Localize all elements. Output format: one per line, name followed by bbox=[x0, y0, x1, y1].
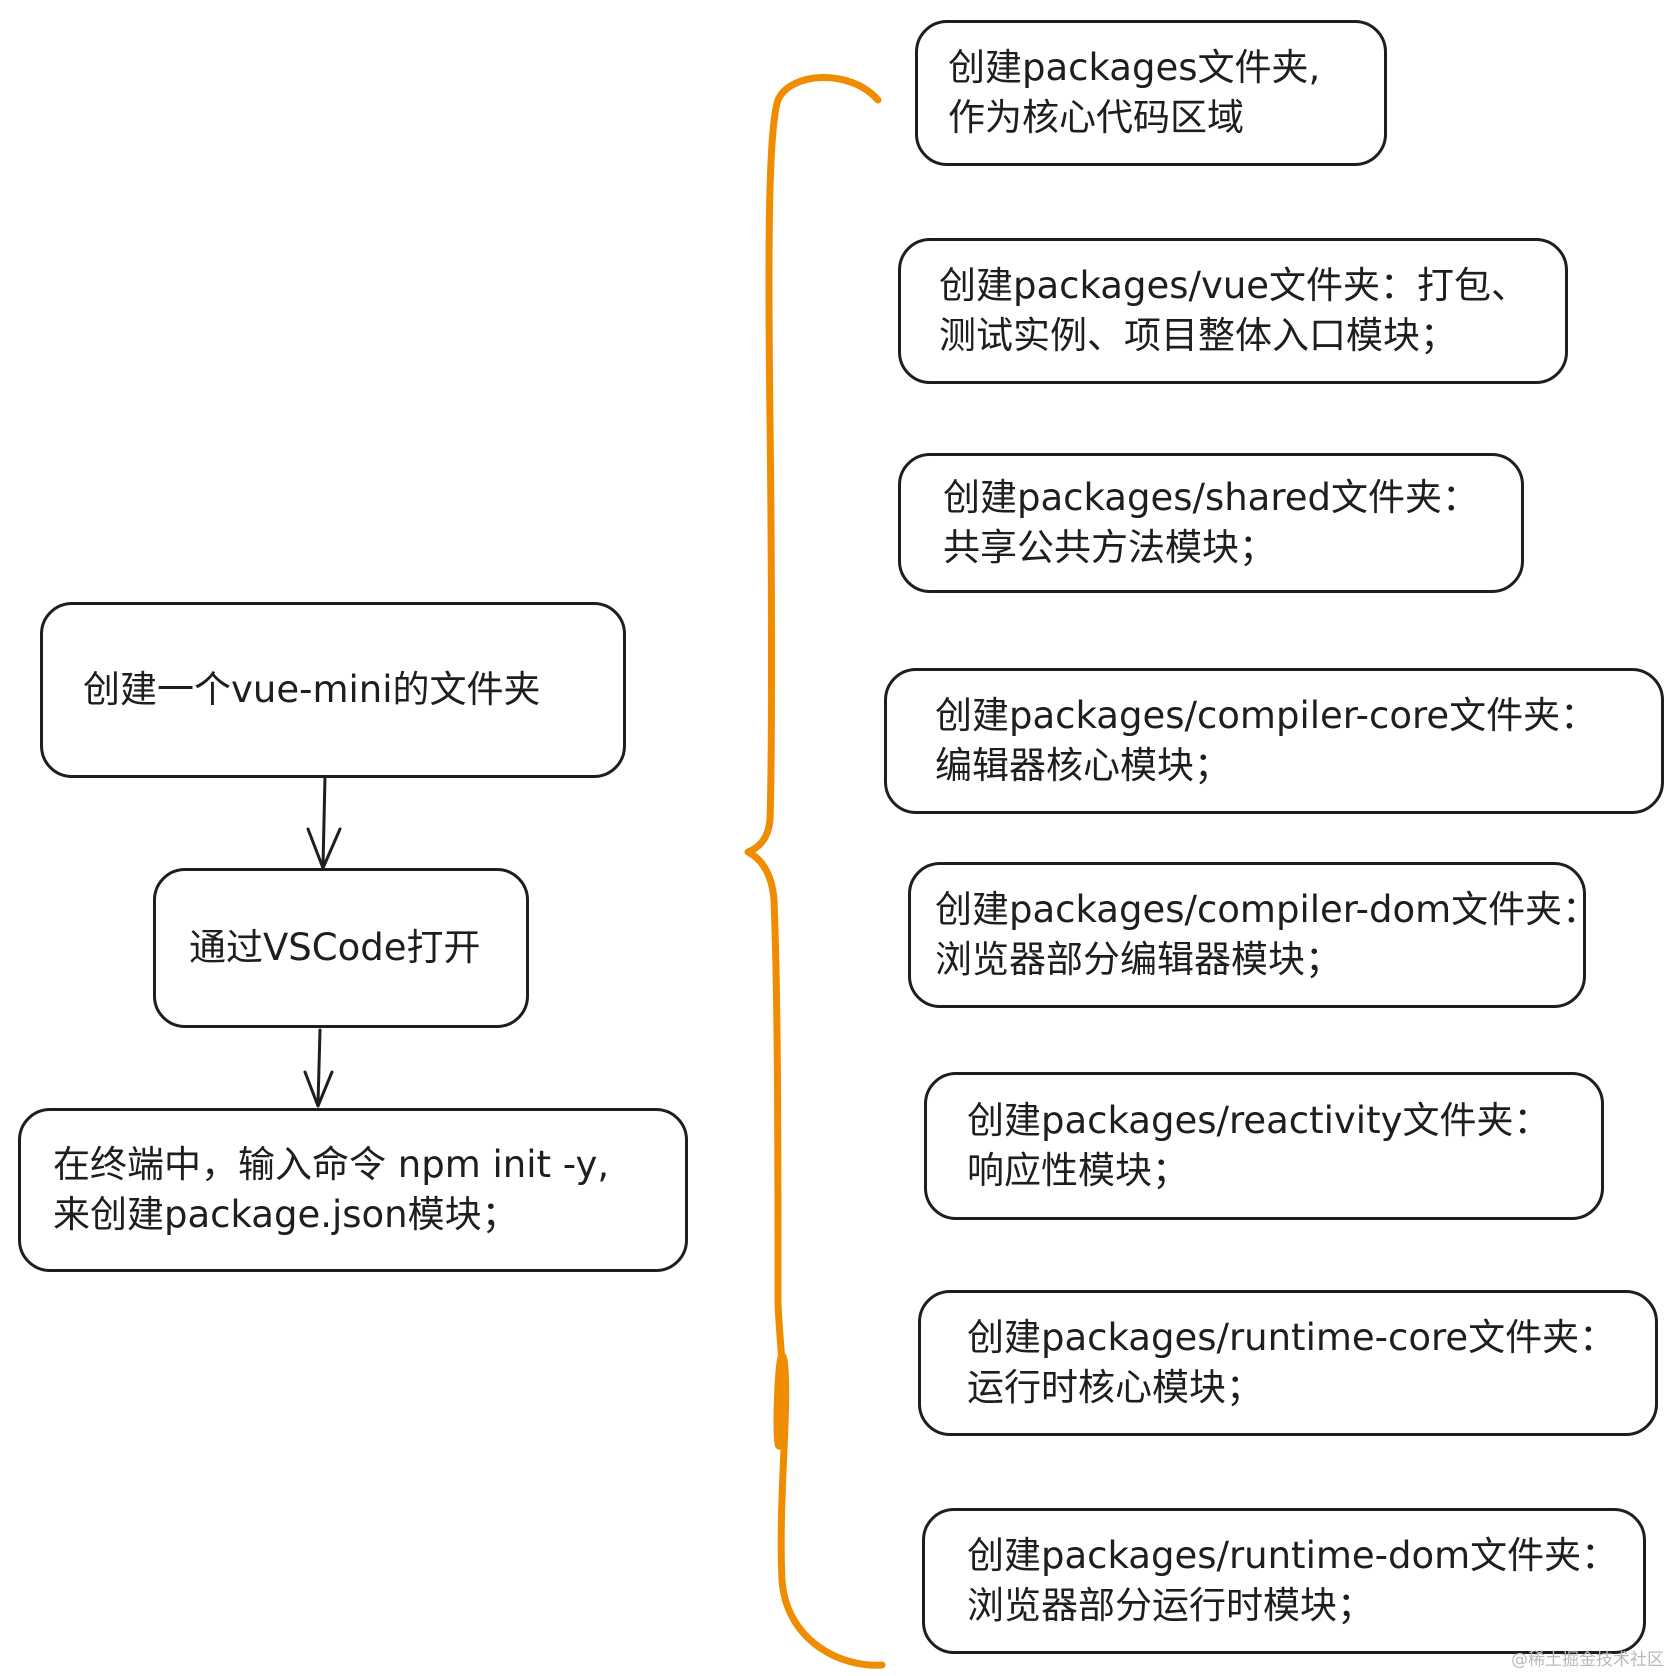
pkg-box-compiler-dom-line-2: 浏览器部分编辑器模块； bbox=[935, 938, 1342, 981]
pkg-box-vue-line-1: 创建packages/vue文件夹：打包、 bbox=[939, 264, 1529, 307]
pkg-box-runtime-dom-line-1: 创建packages/runtime-dom文件夹： bbox=[967, 1534, 1619, 1577]
pkg-box-runtime-core-line-2: 运行时核心模块； bbox=[967, 1366, 1263, 1409]
pkg-box-vue-line-2: 测试实例、项目整体入口模块； bbox=[939, 314, 1457, 357]
arrow-1-shaft bbox=[321, 774, 327, 868]
step-npm-init-line-2: 来创建package.json模块； bbox=[53, 1193, 519, 1236]
step-create-folder: 创建一个vue-mini的文件夹 bbox=[40, 602, 626, 778]
pkg-box-compiler-core-line-1: 创建packages/compiler-core文件夹： bbox=[935, 694, 1598, 737]
pkg-box-vue-text: 创建packages/vue文件夹：打包、 测试实例、项目整体入口模块； bbox=[939, 261, 1528, 361]
pkg-box-compiler-core: 创建packages/compiler-core文件夹： 编辑器核心模块； bbox=[884, 668, 1664, 814]
pkg-box-runtime-core-text: 创建packages/runtime-core文件夹： 运行时核心模块； bbox=[967, 1313, 1616, 1413]
orange-brace bbox=[744, 74, 886, 1669]
pkg-box-packages-line-1: 创建packages文件夹, bbox=[948, 46, 1321, 89]
step-open-vscode-text: 通过VSCode打开 bbox=[189, 923, 481, 973]
watermark: @稀土掘金技术社区 bbox=[1511, 1650, 1664, 1670]
step-create-folder-line-1: 创建一个vue-mini的文件夹 bbox=[83, 668, 541, 711]
pkg-box-compiler-dom-line-1: 创建packages/compiler-dom文件夹： bbox=[935, 888, 1600, 931]
pkg-box-reactivity: 创建packages/reactivity文件夹： 响应性模块； bbox=[924, 1072, 1604, 1220]
pkg-box-compiler-dom-text: 创建packages/compiler-dom文件夹： 浏览器部分编辑器模块； bbox=[935, 885, 1599, 985]
pkg-box-shared-line-1: 创建packages/shared文件夹： bbox=[943, 476, 1479, 519]
pkg-box-runtime-dom: 创建packages/runtime-dom文件夹： 浏览器部分运行时模块； bbox=[922, 1508, 1646, 1654]
pkg-box-compiler-dom: 创建packages/compiler-dom文件夹： 浏览器部分编辑器模块； bbox=[908, 862, 1599, 1008]
pkg-box-runtime-dom-text: 创建packages/runtime-dom文件夹： 浏览器部分运行时模块； bbox=[967, 1531, 1618, 1631]
pkg-box-shared-line-2: 共享公共方法模块； bbox=[943, 526, 1276, 569]
step-npm-init: 在终端中，输入命令 npm init -y, 来创建package.json模块… bbox=[18, 1108, 688, 1272]
pkg-box-compiler-core-line-2: 编辑器核心模块； bbox=[935, 744, 1231, 787]
step-create-folder-text: 创建一个vue-mini的文件夹 bbox=[83, 665, 541, 715]
arrow-2-head bbox=[303, 1070, 334, 1108]
pkg-box-packages: 创建packages文件夹, 作为核心代码区域 bbox=[915, 20, 1387, 166]
pkg-box-compiler-core-text: 创建packages/compiler-core文件夹： 编辑器核心模块； bbox=[935, 691, 1597, 791]
step-npm-init-line-1: 在终端中，输入命令 npm init -y, bbox=[53, 1143, 610, 1186]
pkg-box-reactivity-text: 创建packages/reactivity文件夹： 响应性模块； bbox=[967, 1096, 1551, 1196]
pkg-box-runtime-core: 创建packages/runtime-core文件夹： 运行时核心模块； bbox=[918, 1290, 1658, 1436]
pkg-box-shared-text: 创建packages/shared文件夹： 共享公共方法模块； bbox=[943, 473, 1479, 573]
pkg-box-reactivity-line-2: 响应性模块； bbox=[967, 1149, 1189, 1192]
pkg-box-runtime-core-line-1: 创建packages/runtime-core文件夹： bbox=[967, 1316, 1617, 1359]
step-open-vscode-line-1: 通过VSCode打开 bbox=[189, 926, 481, 969]
pkg-box-packages-text: 创建packages文件夹, 作为核心代码区域 bbox=[948, 43, 1320, 143]
arrow-2-shaft bbox=[316, 1028, 322, 1106]
pkg-box-vue: 创建packages/vue文件夹：打包、 测试实例、项目整体入口模块； bbox=[898, 238, 1568, 384]
pkg-box-shared: 创建packages/shared文件夹： 共享公共方法模块； bbox=[898, 453, 1524, 593]
pkg-box-reactivity-line-1: 创建packages/reactivity文件夹： bbox=[967, 1099, 1551, 1142]
step-open-vscode: 通过VSCode打开 bbox=[153, 868, 529, 1028]
step-npm-init-text: 在终端中，输入命令 npm init -y, 来创建package.json模块… bbox=[53, 1140, 609, 1240]
pkg-box-runtime-dom-line-2: 浏览器部分运行时模块； bbox=[967, 1584, 1374, 1627]
pkg-box-packages-line-2: 作为核心代码区域 bbox=[948, 96, 1244, 139]
